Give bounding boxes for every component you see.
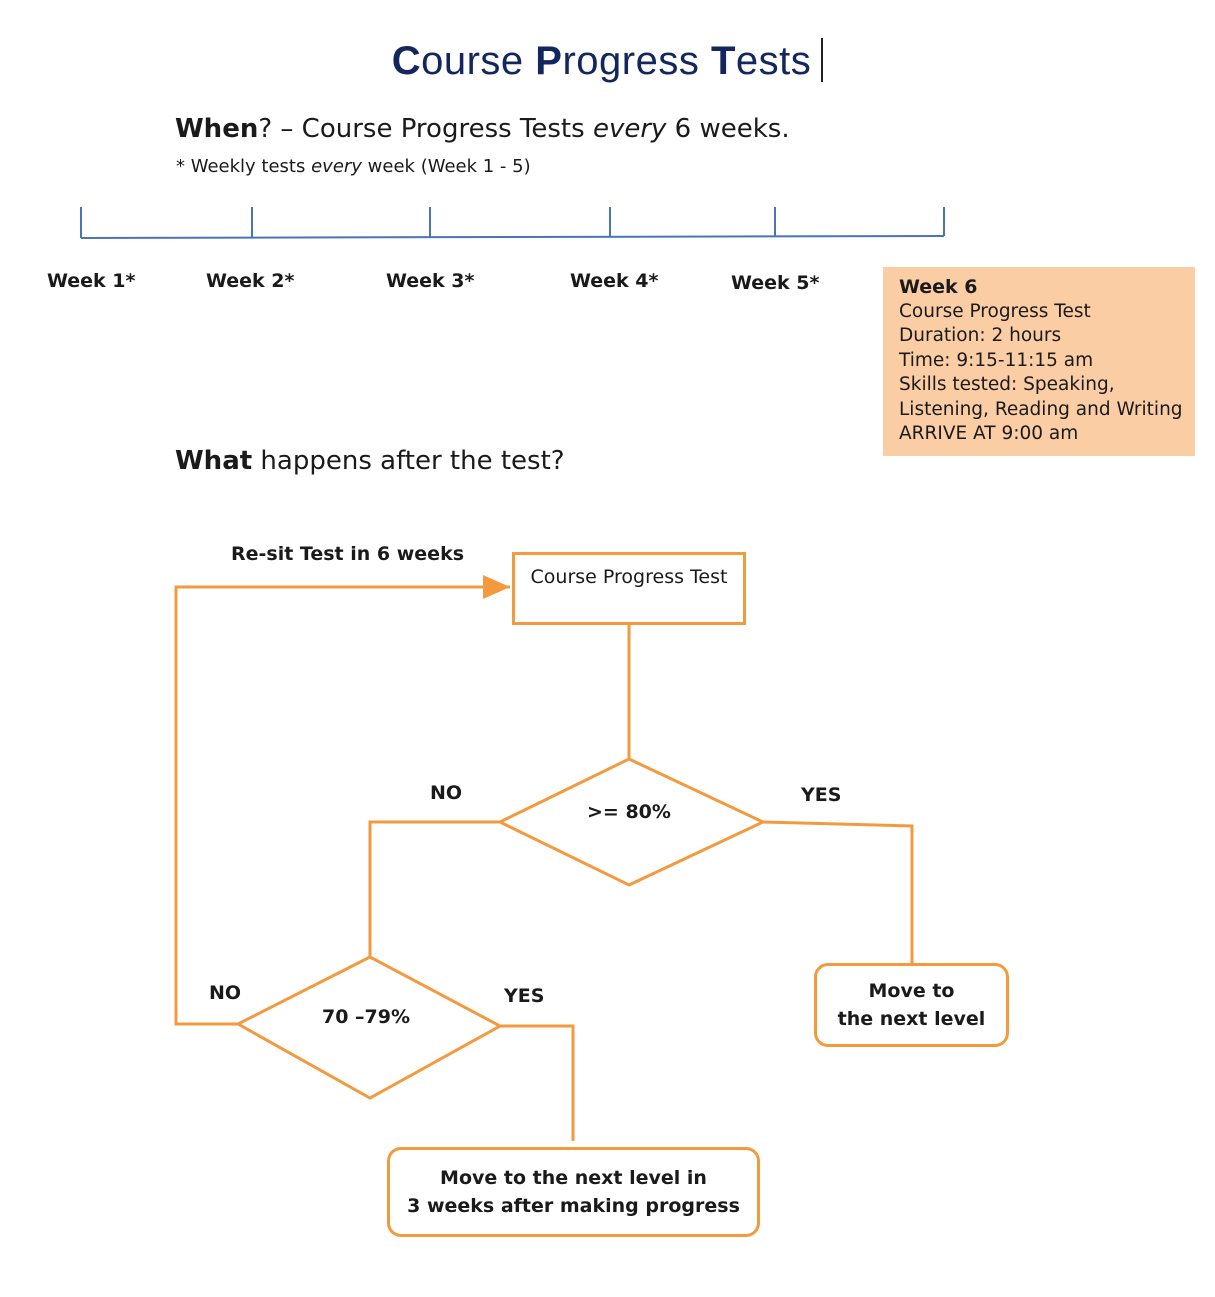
decision1-yes-label: YES [801,784,842,806]
timeline [80,207,945,239]
connector-decision1-no [368,820,500,957]
move-to-next-level-box: Move to the next level [814,963,1009,1047]
week-6-line: Duration: 2 hours [899,325,1062,346]
decision-70-79-percent-shape [234,955,504,1100]
when-heading: When? – Course Progress Tests every 6 we… [175,114,790,144]
decision-80-percent-label: >= 80% [587,801,671,823]
week-6-info-box: Week 6 Course Progress Test Duration: 2 … [883,267,1195,456]
move-to-next-level-3-weeks-box: Move to the next level in 3 weeks after … [387,1147,760,1237]
week-6-line: Time: 9:15-11:15 am [899,349,1094,371]
week-6-line: ARRIVE AT 9:00 am [899,423,1079,444]
week-2-label: Week 2* [206,270,295,292]
flow-connectors [174,575,914,1141]
connector-decision1-yes [762,820,914,963]
week-1-label: Week 1* [47,270,136,292]
week-4-label: Week 4* [570,270,659,292]
resit-label: Re-sit Test in 6 weeks [231,543,465,565]
week-3-label: Week 3* [386,270,475,292]
weekly-tests-note: * Weekly tests every week (Week 1 - 5) [176,156,531,177]
decision1-no-label: NO [430,782,463,804]
connector-decision2-yes [500,1024,575,1141]
week-6-line: Skills tested: Speaking, [899,374,1115,395]
week-6-line: Listening, Reading and Writing [899,398,1183,420]
decision-70-79-percent-label: 70 –79% [322,1006,411,1028]
connector-decision2-no-resit [174,575,510,1026]
what-heading: What happens after the test? [175,446,565,476]
course-progress-test-label: Course Progress Test [530,566,728,588]
decision2-yes-label: YES [504,985,545,1007]
move-to-next-level-line: the next level [837,1008,986,1030]
decision-80-percent-shape [496,757,767,887]
timeline-axis [80,235,945,239]
decision2-no-label: NO [209,982,242,1004]
move-to-next-level-3-weeks-line: 3 weeks after making progress [407,1195,740,1217]
text-cursor [821,38,824,82]
week-5-label: Week 5* [731,272,820,294]
move-to-next-level-3-weeks-line: Move to the next level in [440,1167,707,1189]
week-6-title: Week 6 [899,276,978,298]
move-to-next-level-line: Move to [868,980,955,1002]
week-6-line: Course Progress Test [899,300,1091,322]
page-title: Course Progress Tests [0,38,1215,84]
course-progress-test-box: Course Progress Test [512,552,746,625]
